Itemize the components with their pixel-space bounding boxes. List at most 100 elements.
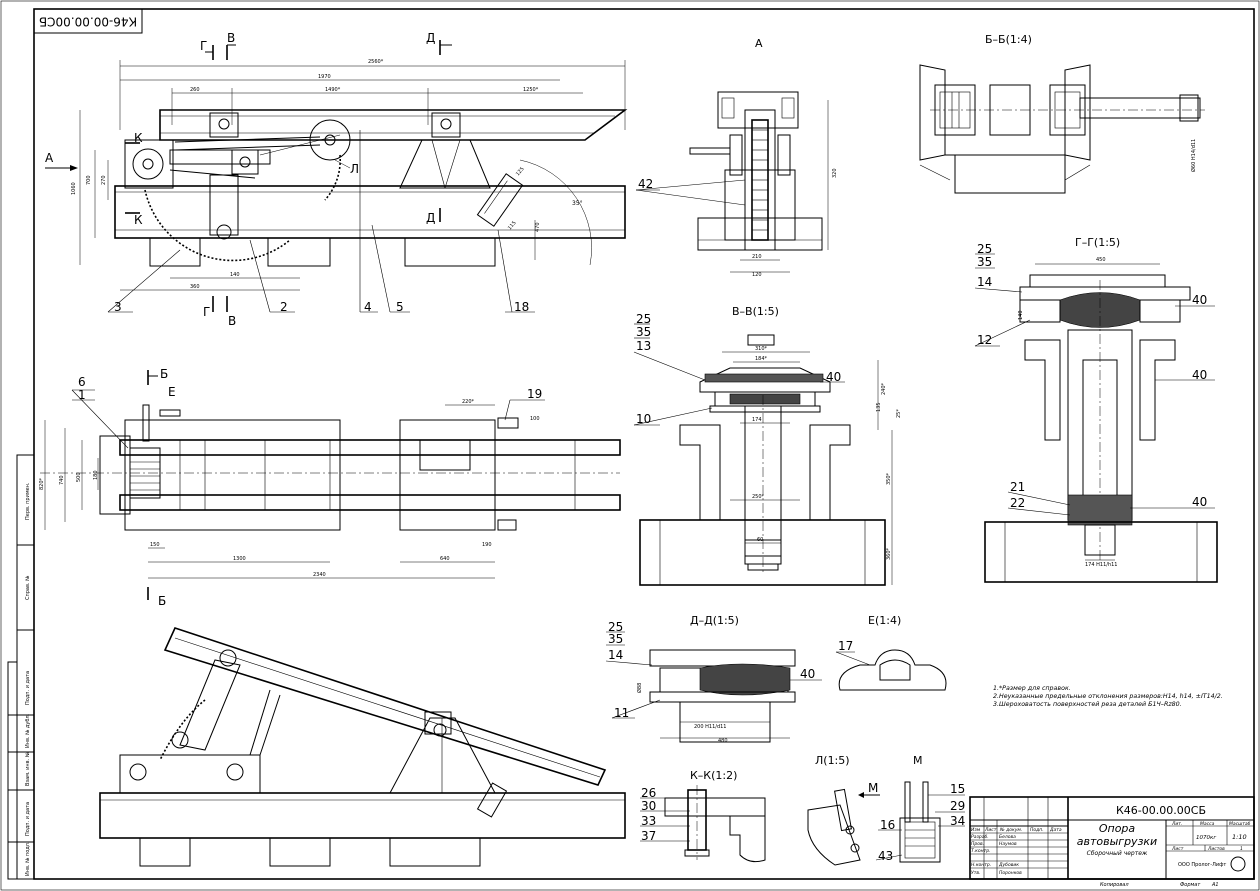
dim-dd-480: 480 [718,738,728,744]
tb-row-nkontr: Н.контр. [971,862,991,868]
view-a: А 320 210 120 42 [635,37,838,278]
tb-col-ndoc: № докум. [999,827,1022,833]
callout-25-dd: 25 [608,620,623,634]
dim-gg-450: 450 [1096,257,1106,263]
callout-35-vv: 35 [636,325,651,339]
tb-copied: Копировал [1100,882,1129,888]
dim-gg-174: 174 H11/h11 [1085,562,1117,568]
section-mark-b-top: Б [160,367,168,381]
callout-2: 2 [280,300,288,314]
tb-sheet: Лист [1171,846,1184,852]
tb-razrab-name: Белова [999,834,1016,840]
dim-180: 180 [93,470,99,480]
view-e-title: Е(1:4) [868,614,901,627]
dim-115: 115 [507,220,518,231]
dim-270: 270 [101,175,107,185]
section-mark-v-top: В [227,31,235,45]
callout-40-gg-1: 40 [1192,293,1207,307]
section-mark-d-bottom: Д [426,211,435,225]
dim-820: 820* [39,477,45,490]
detail-mark-l: Л [350,162,359,176]
tb-nkontr-name: Дубовик [998,862,1019,868]
strip-label-perv: Перв. примен. [25,482,31,520]
org-logo [1230,856,1246,872]
callout-29: 29 [950,799,965,813]
callout-19: 19 [527,387,542,401]
strip-label-inv: Инв. № подл. [25,841,31,876]
inner-frame [33,8,1255,880]
callout-10: 10 [636,412,651,426]
dim-bb-60: Ø60 H14/d11 [1190,139,1197,172]
tb-mass-value: 1070кг [1196,835,1216,841]
view-arrow-m: М [868,781,878,795]
callout-18: 18 [514,300,529,314]
callout-40-dd: 40 [800,667,815,681]
strip-label-sprav: Справ. № [25,575,31,600]
callout-21: 21 [1010,480,1025,494]
section-mark-v-bottom: В [228,314,236,328]
dim-vv-60: 60 [757,537,763,543]
callout-33: 33 [641,814,656,828]
dim-a-320: 320 [832,168,838,178]
main-elevation-view: 2560* 1970 260 1490* 1250* Г В Д [45,31,628,328]
dim-vv-250: 250* [752,494,765,500]
dim-vv-184: 184* [755,356,768,362]
dim-100: 100 [530,416,540,422]
code-stamp-text: К46-00.00.00СБ [39,15,137,29]
section-kk: К–К(1:2) 26 30 33 37 [640,769,766,863]
section-gg: Г–Г(1:5) 450 174 H11/h11 140 25 35 14 12… [974,236,1218,583]
code-stamp: К46-00.00.00СБ [33,8,143,34]
dim-dd-88: Ø88 [636,683,643,693]
dim-dd-200: 200 H11/d11 [694,724,726,730]
view-e: Е(1:4) 17 [835,614,947,691]
note-2: 2.Неуказанные предельные отклонения разм… [993,693,1223,700]
callout-6: 6 [78,375,86,389]
tb-col-izm: Изм [971,827,981,833]
section-mark-b-bottom: Б [158,594,166,608]
dim-140: 140 [230,272,240,278]
callout-13: 13 [636,339,651,353]
tb-col-podp: Подп. [1030,827,1044,833]
tb-format-value: А1 [1211,882,1219,888]
dim-a-120: 120 [752,272,762,278]
dim-a-210: 210 [752,254,762,260]
tb-col-data: Дата [1049,827,1062,833]
title-code: К46-00.00.00СБ [1116,804,1206,817]
dim-vv-25: 25* [896,409,902,418]
strip-label-vzam: Взам. инв. № [25,751,31,786]
dim-700: 700 [86,175,92,185]
tb-scale-value: 1:10 [1232,833,1247,841]
dim-35deg: 35° [572,200,583,207]
view-m: М 15 29 34 16 43 [875,754,965,863]
raised-position-view [99,627,626,867]
dim-1300: 1300 [233,556,246,562]
view-a-title: А [755,37,763,50]
tb-utv-name: Поронков [999,870,1022,876]
callout-40-vv: 40 [826,370,841,384]
view-arrow-a: А [45,151,54,165]
callout-22: 22 [1010,496,1025,510]
dim-2340: 2340 [313,572,326,578]
title-name-1: Опора [1099,822,1136,835]
callout-26: 26 [641,786,656,800]
callout-3: 3 [114,300,122,314]
section-mark-g-bottom: Г [203,305,210,319]
title-name-2: автовыгрузки [1077,835,1157,848]
callout-25-vv: 25 [636,312,651,326]
dim-360: 360 [190,284,200,290]
dim-gg-140: 140 [1018,310,1024,320]
title-doc-type: Сборочный чертеж [1087,850,1148,857]
view-m-title: М [913,754,923,767]
callout-43: 43 [878,849,893,863]
callout-12: 12 [977,333,992,347]
tb-masshtab: Масштаб [1229,821,1251,827]
section-mark-k-2: К [134,213,143,227]
strip-label-podp2: Подп. и дата [25,802,31,836]
callout-25-gg: 25 [977,242,992,256]
dim-2560: 2560* [368,59,384,65]
technical-notes: 1.*Размер для справок. 2.Неуказанные пре… [993,685,1223,708]
tb-sheets: Листов [1207,846,1225,852]
callout-4: 4 [364,300,372,314]
